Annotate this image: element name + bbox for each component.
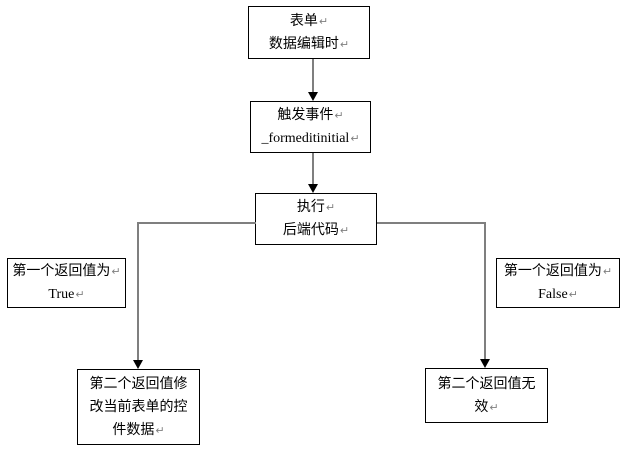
connector-form-to-trigger-line (312, 59, 314, 94)
return-mark-icon: ↵ (334, 109, 344, 122)
node-text-line: 效↵ (474, 399, 499, 415)
node-text-line: 改当前表单的控 (89, 399, 188, 415)
return-mark-icon: ↵ (339, 224, 350, 237)
return-mark-icon: ↵ (489, 400, 499, 414)
connector-true-branch-horizontal-line (137, 222, 256, 224)
return-mark-icon: ↵ (155, 423, 165, 437)
node-text-line: 表单↵ (289, 13, 329, 29)
node-first-return-true: 第一个返回值为↵ True↵ (7, 258, 126, 308)
node-text-line: 第二个返回值无 (437, 376, 536, 392)
node-text-line: _formeditinitial↵ (261, 131, 360, 146)
node-text-line: 第一个返回值为↵ (503, 264, 613, 279)
node-text-line: False↵ (538, 287, 578, 302)
node-form-data-edit: 表单↵ 数据编辑时↵ (248, 6, 370, 59)
connector-trigger-to-execute-arrowhead-icon (308, 184, 318, 193)
connector-trigger-to-execute-line (312, 153, 314, 186)
return-mark-icon: ↵ (350, 132, 360, 145)
connector-false-branch-arrowhead-icon (480, 359, 490, 368)
connector-true-branch-arrowhead-icon (133, 360, 143, 369)
return-mark-icon: ↵ (339, 37, 350, 51)
return-mark-icon: ↵ (568, 288, 578, 301)
connector-false-branch-vertical-line (484, 222, 486, 360)
node-text-line: 第二个返回值修 (89, 376, 188, 392)
return-mark-icon: ↵ (75, 288, 85, 301)
node-text-line: 数据编辑时↵ (268, 36, 350, 52)
connector-false-branch-horizontal-line (377, 222, 486, 224)
return-mark-icon: ↵ (325, 201, 336, 214)
node-text-line: 执行↵ (296, 200, 336, 215)
node-text-line: 第一个返回值为↵ (12, 264, 121, 279)
return-mark-icon: ↵ (111, 265, 121, 278)
connector-true-branch-vertical-line (137, 222, 139, 361)
node-text-line: 触发事件↵ (277, 108, 344, 123)
node-first-return-false: 第一个返回值为↵ False↵ (496, 258, 620, 308)
node-text-line: 件数据↵ (112, 422, 165, 438)
node-second-return-invalid: 第二个返回值无 效↵ (425, 368, 548, 423)
return-mark-icon: ↵ (318, 14, 329, 28)
connector-form-to-trigger-arrowhead-icon (308, 92, 318, 101)
node-trigger-event: 触发事件↵ _formeditinitial↵ (250, 101, 371, 153)
return-mark-icon: ↵ (602, 265, 613, 278)
node-execute-backend-code: 执行↵ 后端代码↵ (255, 193, 377, 245)
node-second-return-modifies-controls: 第二个返回值修 改当前表单的控 件数据↵ (77, 369, 200, 445)
node-text-line: 后端代码↵ (282, 223, 350, 238)
node-text-line: True↵ (48, 287, 85, 302)
